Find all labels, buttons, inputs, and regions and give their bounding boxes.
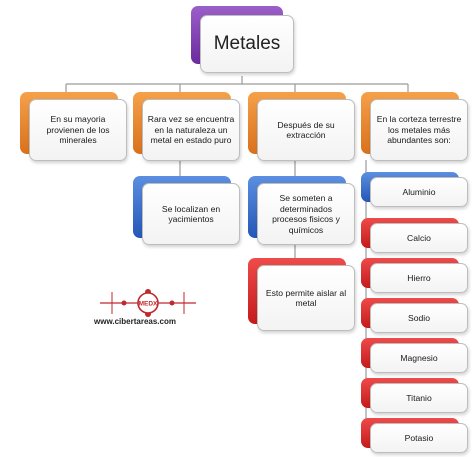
metal-label: Calcio [370, 223, 468, 253]
logo-text: MEDX [139, 301, 158, 308]
process-label-yacimientos: Se localizan en yacimientos [142, 183, 240, 245]
title-label: Metales [200, 15, 294, 73]
result-label-aislar: Esto permite aislar al metal [257, 265, 355, 331]
metal-label: Potasio [370, 423, 468, 453]
metal-label: Sodio [370, 303, 468, 333]
branch-label-extraccion: Después de su extracción [257, 99, 355, 161]
metal-label: Titanio [370, 383, 468, 413]
medx-logo-icon: MEDX [100, 289, 196, 317]
metal-label: Hierro [370, 263, 468, 293]
website-url: www.cibertareas.com [94, 317, 176, 326]
process-label-procesos: Se someten a determinados procesos fisic… [257, 183, 355, 245]
metal-label: Magnesio [370, 343, 468, 373]
metal-label: Aluminio [370, 177, 468, 207]
branch-label-minerales: En su mayoria provienen de los minerales [29, 99, 127, 161]
branch-label-estado-puro: Rara vez se encuentra en la naturaleza u… [142, 99, 240, 161]
branch-label-abundantes: En la corteza terrestre los metales más … [370, 99, 468, 161]
